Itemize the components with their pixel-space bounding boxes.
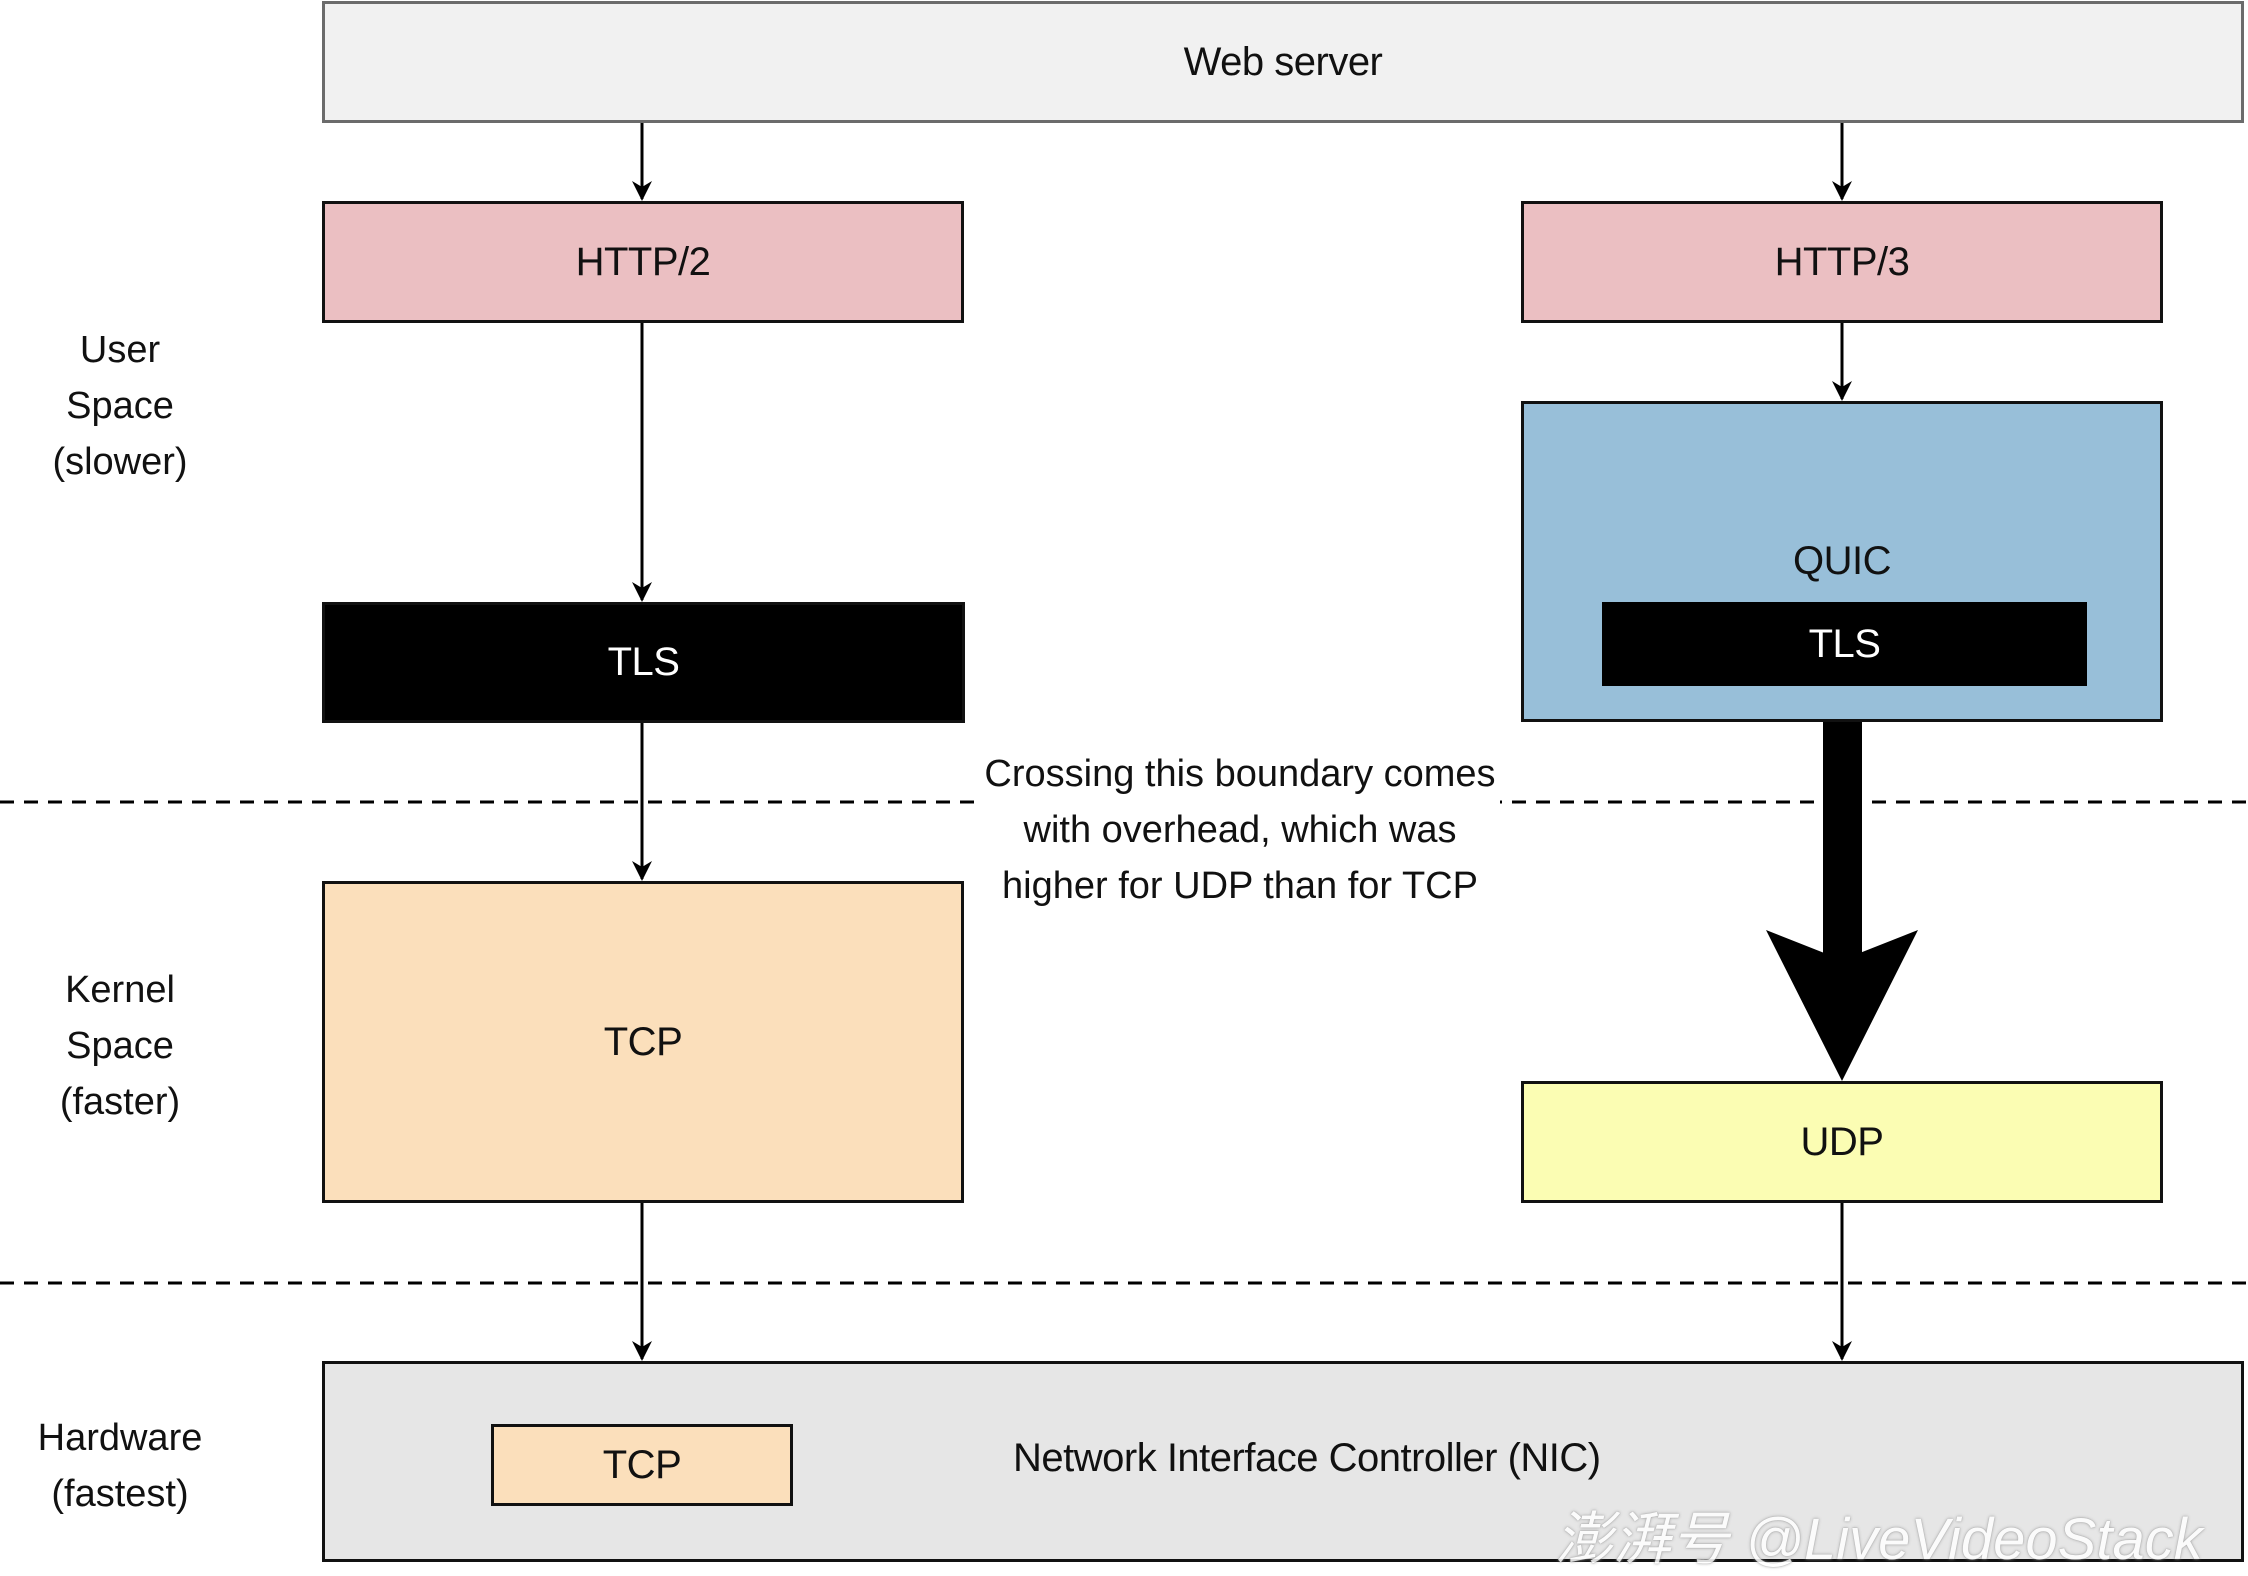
nic-label: Network Interface Controller (NIC): [1013, 1436, 1601, 1480]
http3-box: HTTP/3: [1521, 201, 2163, 323]
web-server-label: Web server: [1183, 39, 1383, 84]
quic-tls-box: TLS: [1602, 602, 2087, 686]
nic-box: TCP Network Interface Controller (NIC): [322, 1361, 2244, 1562]
tcp-hardware-box: TCP: [491, 1424, 793, 1506]
tcp-hardware-label: TCP: [602, 1442, 682, 1487]
web-server-box: Web server: [322, 1, 2244, 123]
kernel-space-label: Kernel Space (faster): [59, 969, 181, 1123]
http3-label: HTTP/3: [1774, 239, 1910, 284]
user-space-label: User Space (slower): [52, 329, 188, 483]
tls-box: TLS: [322, 602, 965, 723]
http2-label: HTTP/2: [575, 239, 711, 284]
hardware-label: Hardware (fastest): [37, 1417, 203, 1515]
udp-box: UDP: [1521, 1081, 2163, 1203]
tcp-kernel-box: TCP: [322, 881, 964, 1203]
quic-label: QUIC: [1793, 539, 1892, 583]
quic-tls-label: TLS: [1808, 621, 1881, 666]
thick-arrow-quic-to-udp: [1766, 722, 1918, 1081]
boundary-note: Crossing this boundary comes with overhe…: [980, 746, 1500, 914]
tcp-kernel-label: TCP: [603, 1019, 683, 1064]
watermark: 澎湃号 @LiveVideoStack: [1555, 1507, 2203, 1572]
udp-label: UDP: [1800, 1119, 1884, 1164]
http2-box: HTTP/2: [322, 201, 964, 323]
quic-box: QUIC TLS: [1521, 401, 2163, 722]
tls-label: TLS: [607, 640, 680, 684]
